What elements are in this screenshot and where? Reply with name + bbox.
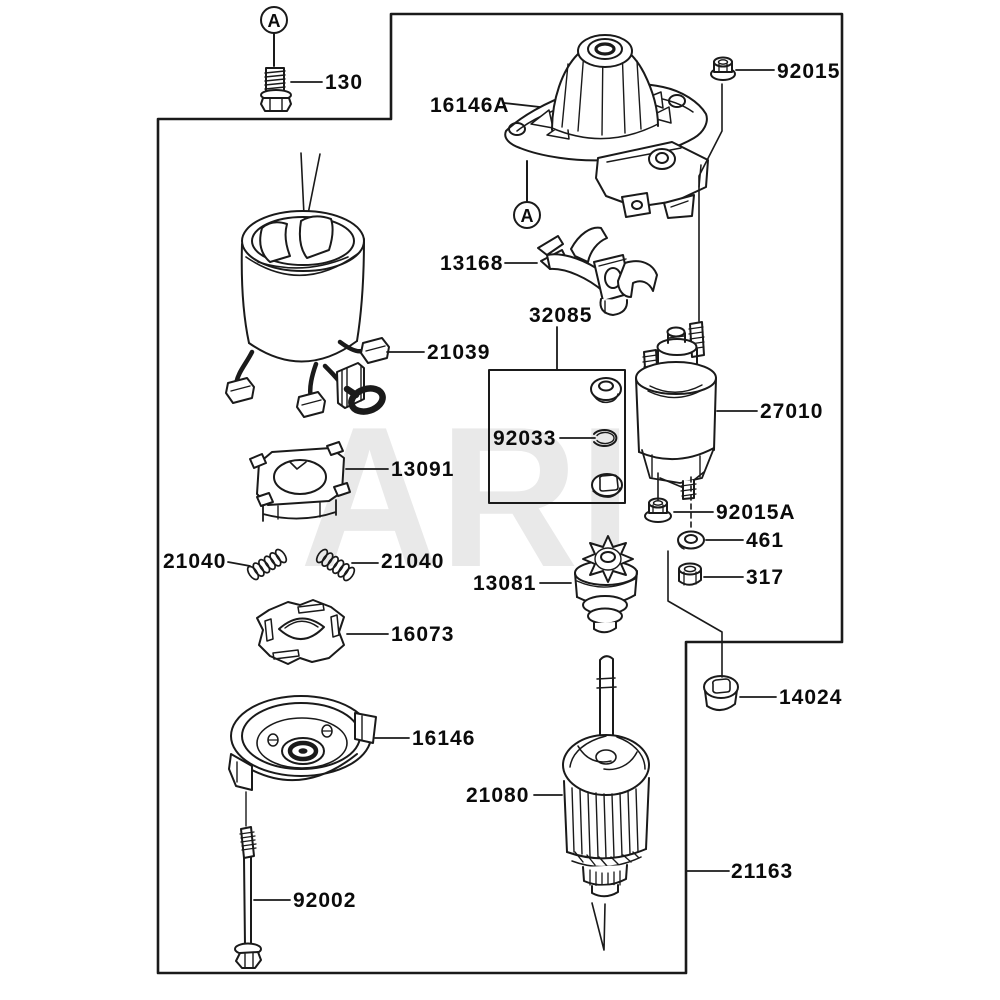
part-label-16073[interactable]: 16073 <box>391 623 454 646</box>
part-label-92033[interactable]: 92033 <box>493 427 556 450</box>
leader-lines <box>227 69 777 901</box>
part-drawing-92015 <box>710 56 736 81</box>
part-drawing-130 <box>260 67 292 112</box>
part-label-21040-right[interactable]: 21040 <box>381 550 444 573</box>
part-label-27010[interactable]: 27010 <box>760 400 823 423</box>
part-label-21163[interactable]: 21163 <box>731 860 793 883</box>
part-drawing-92002 <box>234 791 262 969</box>
part-drawing-13168 <box>537 226 658 316</box>
part-drawing-21040-right <box>315 548 356 582</box>
part-label-32085[interactable]: 32085 <box>529 304 592 327</box>
part-drawing-32085-kit <box>488 369 626 504</box>
part-label-130[interactable]: 130 <box>325 71 363 94</box>
part-drawing-16073 <box>256 599 345 665</box>
part-label-13091[interactable]: 13091 <box>391 458 454 481</box>
part-drawing-461 <box>677 530 705 550</box>
part-label-21040-left[interactable]: 21040 <box>163 550 226 573</box>
part-drawing-16146 <box>228 695 377 791</box>
part-label-21039[interactable]: 21039 <box>427 341 490 364</box>
pointer-lines-armature <box>591 902 606 951</box>
part-drawing-92015a <box>644 497 672 523</box>
part-drawing-16146a <box>504 34 709 219</box>
diagram-border <box>156 12 844 975</box>
callout-a-top-letter: A <box>268 11 281 31</box>
part-drawing-13081 <box>574 535 638 634</box>
part-label-92015a[interactable]: 92015A <box>716 501 796 524</box>
part-label-317[interactable]: 317 <box>746 566 784 589</box>
part-drawing-21040-left <box>246 548 288 581</box>
part-label-92002[interactable]: 92002 <box>293 889 356 912</box>
callout-a-mid <box>513 160 541 229</box>
part-label-13081[interactable]: 13081 <box>473 572 536 595</box>
callout-a-top <box>260 6 288 67</box>
part-label-13168[interactable]: 13168 <box>440 252 503 275</box>
callout-a-mid-letter: A <box>521 206 534 226</box>
part-drawing-13091 <box>249 441 351 522</box>
part-label-16146[interactable]: 16146 <box>412 727 475 750</box>
part-drawing-21039 <box>225 210 390 418</box>
part-labels: A A 130 16146A 92015 13168 32085 21039 9… <box>163 11 842 912</box>
part-label-92015[interactable]: 92015 <box>777 60 840 83</box>
part-drawing-27010 <box>635 321 717 500</box>
part-drawing-21080 <box>562 655 650 898</box>
part-label-14024[interactable]: 14024 <box>779 686 842 709</box>
part-label-16146a[interactable]: 16146A <box>430 94 510 117</box>
part-label-21080[interactable]: 21080 <box>466 784 529 807</box>
part-drawing-14024 <box>703 675 739 711</box>
part-drawing-317 <box>678 562 702 586</box>
part-label-461[interactable]: 461 <box>746 529 784 552</box>
